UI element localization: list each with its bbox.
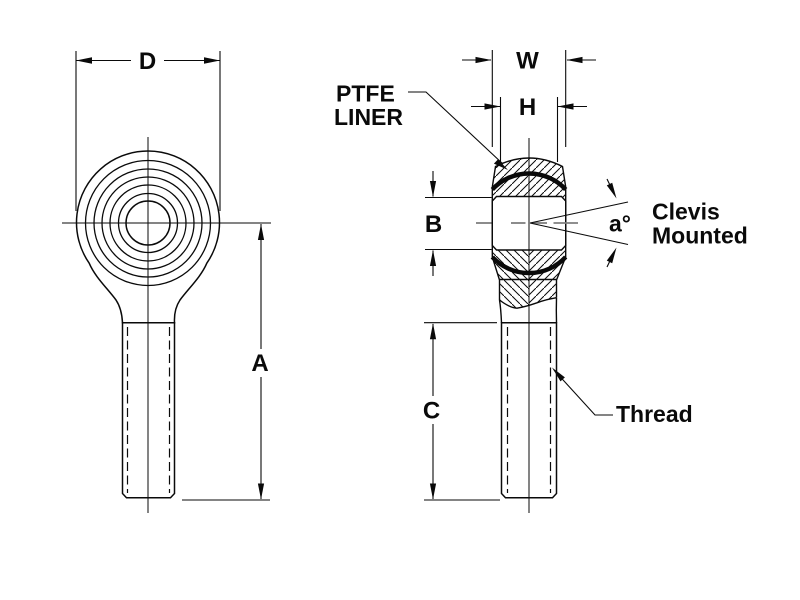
dimension-d — [75, 51, 221, 211]
angle-label: a° — [609, 211, 631, 237]
housing-bottom-band — [492, 256, 529, 308]
clevis-mounted-label-line2: Mounted — [652, 223, 748, 249]
dim-label-a: A — [251, 350, 268, 377]
dim-label-w: W — [516, 48, 539, 75]
dimension-c — [424, 322, 500, 501]
dimension-w — [462, 50, 596, 147]
housing-bottom-band — [529, 256, 566, 306]
ptfe-liner-label-line2: LINER — [334, 104, 403, 130]
front-view — [62, 51, 271, 513]
neck-left — [498, 299, 503, 323]
thread-label: Thread — [616, 401, 693, 427]
dim-label-h: H — [519, 94, 536, 121]
side-view — [408, 50, 629, 513]
dimension-angle — [529, 178, 629, 268]
dimension-h — [471, 97, 587, 162]
dimension-a — [182, 224, 270, 501]
dimension-b — [425, 171, 492, 276]
dim-label-d: D — [139, 48, 156, 75]
dim-label-b: B — [425, 211, 442, 238]
housing-top-band — [492, 158, 566, 189]
clevis-mounted-label-line1: Clevis — [652, 199, 720, 225]
ptfe-liner-label-line1: PTFE — [336, 81, 395, 107]
dim-label-c: C — [423, 398, 440, 425]
drawing-labels: D A W H B C a° PTFE LINER Clevis Mounted… — [139, 48, 748, 428]
ptfe-leader — [408, 91, 508, 170]
thread-leader — [552, 367, 613, 416]
